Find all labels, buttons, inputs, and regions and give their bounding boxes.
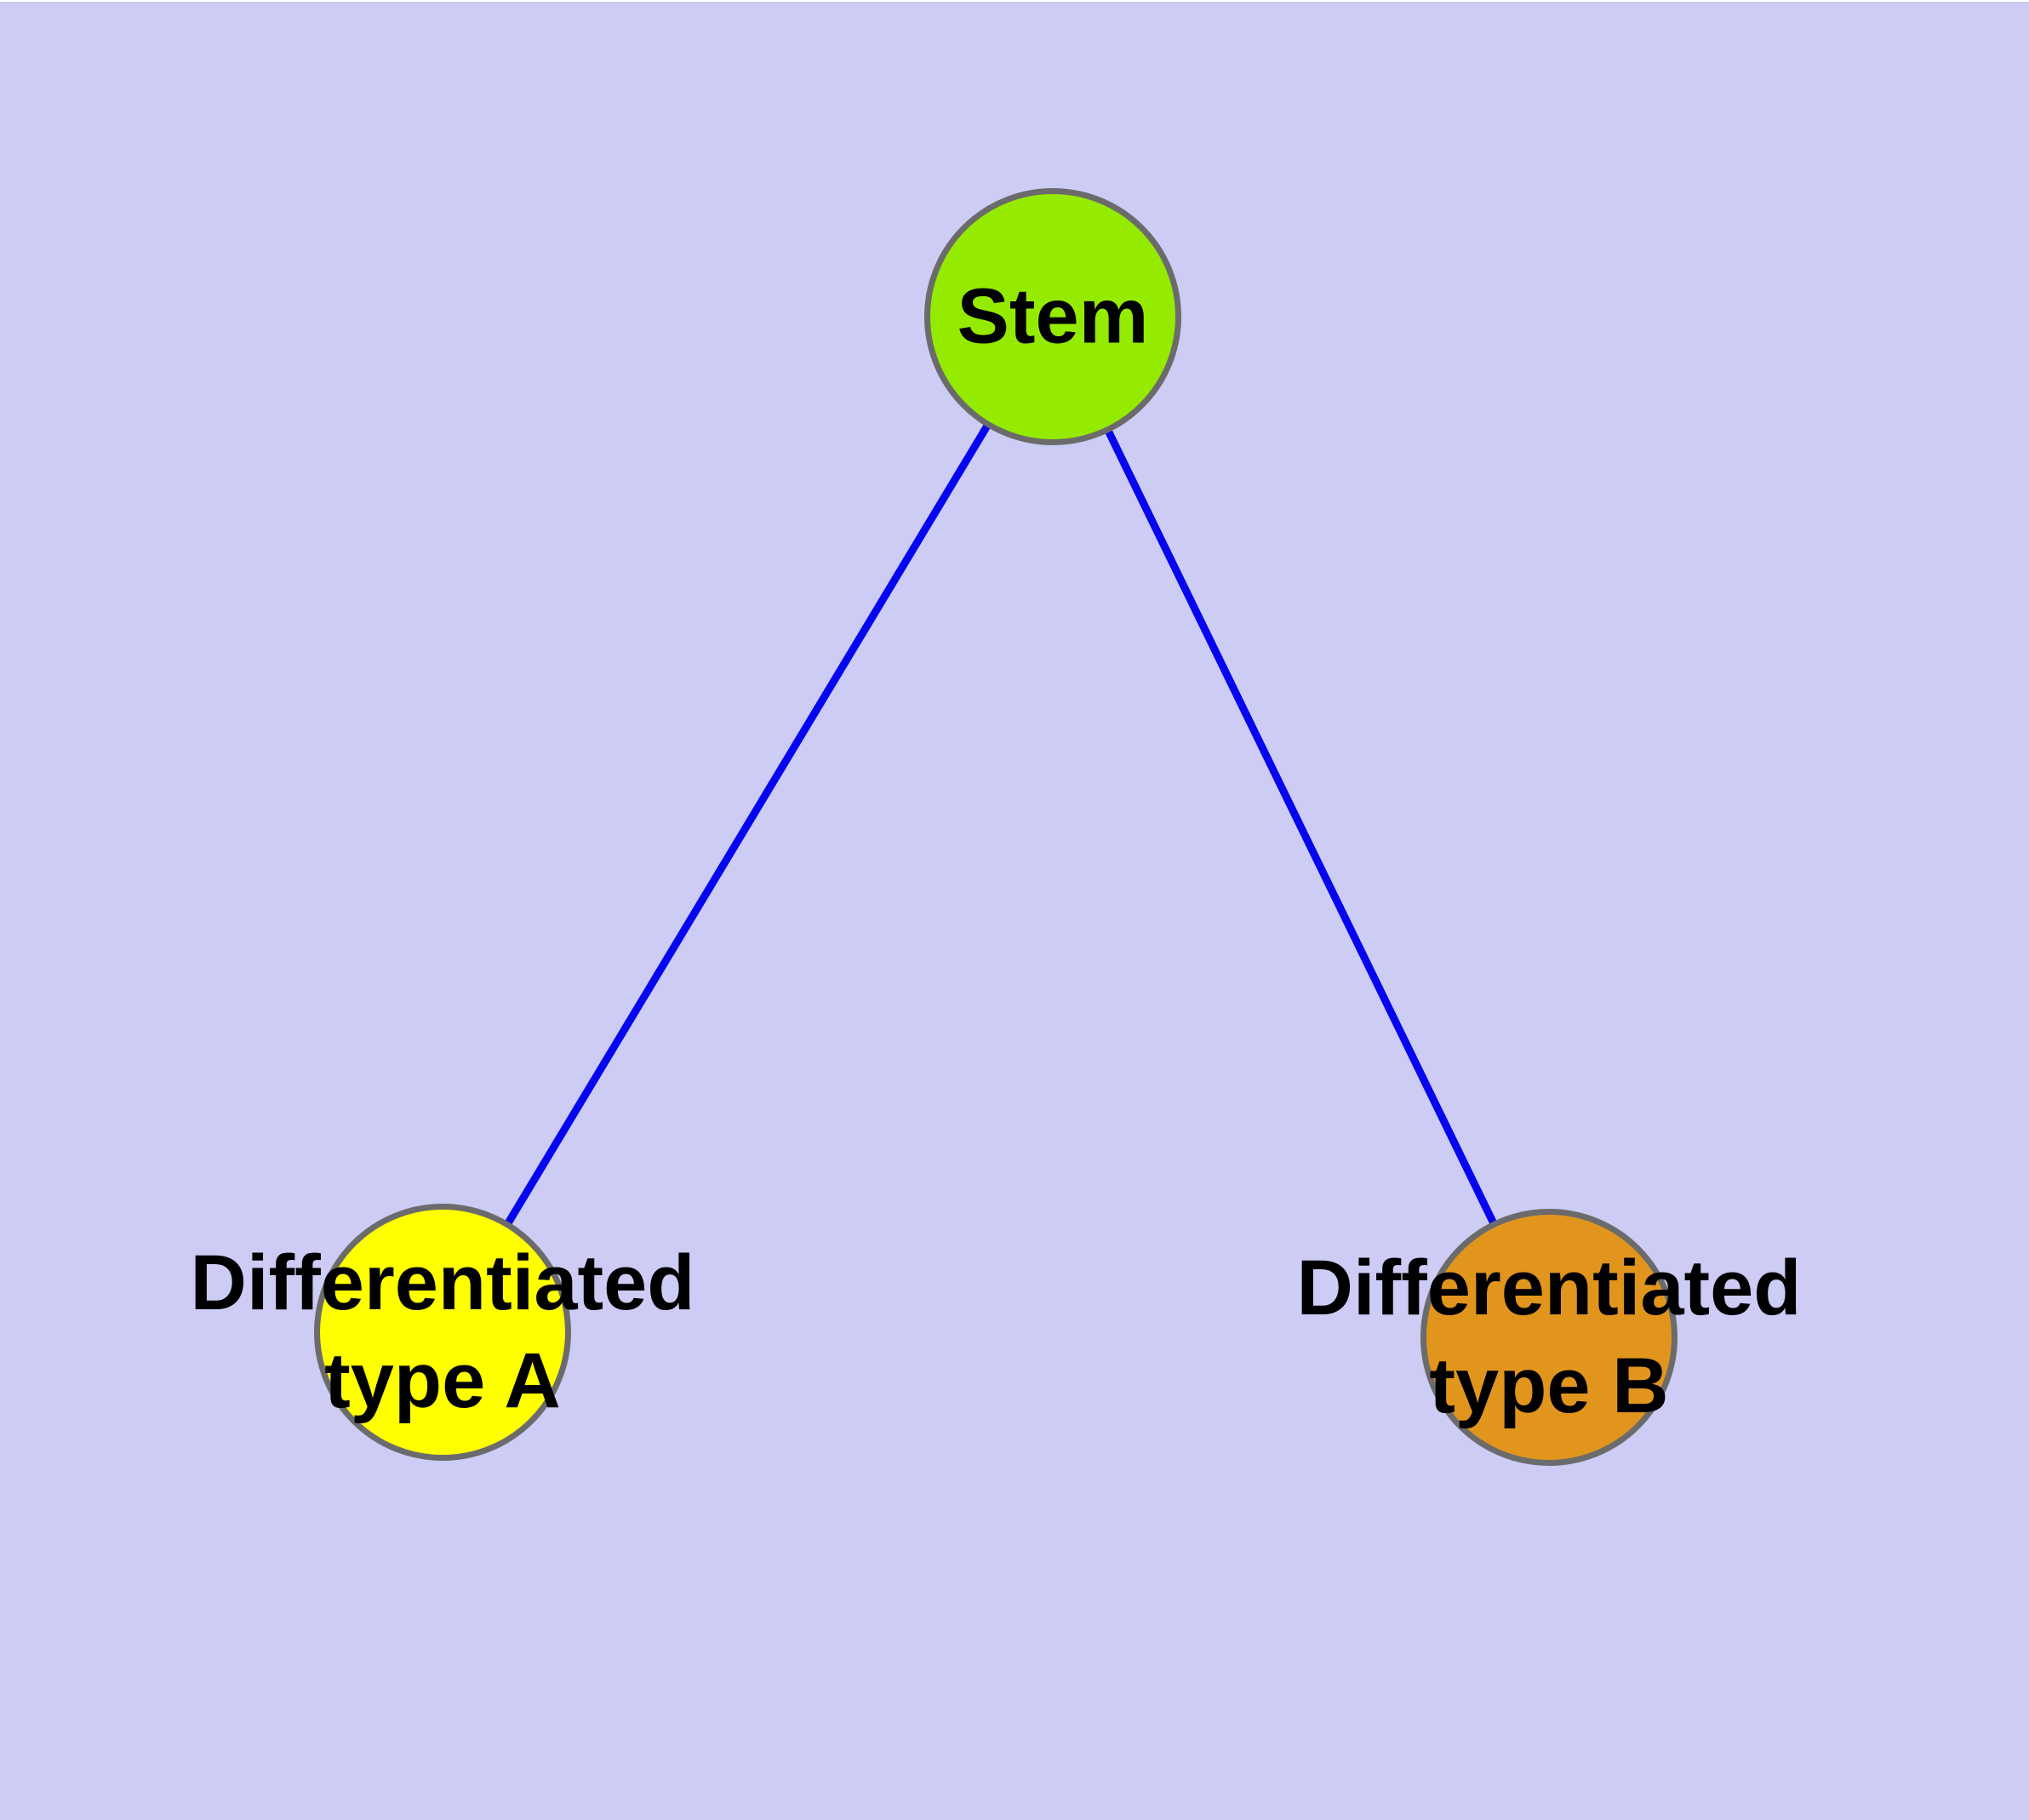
top-margin bbox=[0, 0, 2029, 2]
edge-stem-to-type-b bbox=[1049, 315, 1553, 1339]
node-differentiated-type-a-label: Differentiated type A bbox=[190, 1239, 695, 1424]
node-differentiated-type-a: Differentiated type A bbox=[191, 1204, 694, 1461]
node-stem: Stem bbox=[924, 188, 1181, 445]
node-stem-label: Stem bbox=[957, 272, 1149, 360]
edge-stem-to-type-a bbox=[439, 314, 1056, 1335]
node-differentiated-type-b-label: Differentiated type B bbox=[1296, 1245, 1802, 1429]
node-differentiated-type-b: Differentiated type B bbox=[1297, 1209, 1801, 1466]
